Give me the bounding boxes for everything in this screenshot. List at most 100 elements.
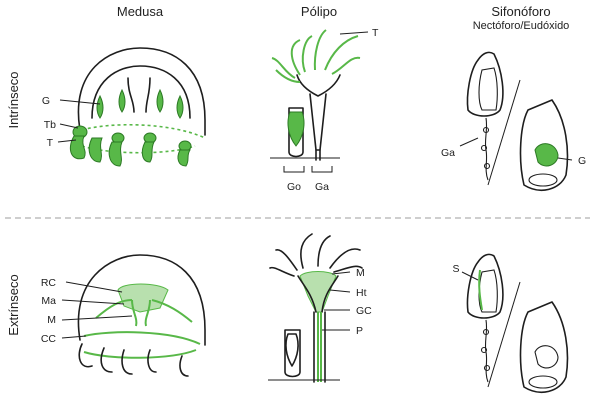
polyp-hypostome xyxy=(296,74,341,97)
leader-line xyxy=(557,157,573,161)
nectophore-inner xyxy=(478,67,498,111)
label-S: S xyxy=(452,263,459,275)
leader-line xyxy=(57,139,77,143)
label-Ga-siph: Ga xyxy=(441,147,455,159)
medusa-canal xyxy=(95,299,193,323)
medusa-intrinsic-drawing xyxy=(57,47,206,167)
leader-line xyxy=(461,271,479,281)
siphonophore-extrinsic-drawing xyxy=(461,253,569,393)
bud xyxy=(482,126,490,134)
label-M-polyp: M xyxy=(356,267,365,279)
bud xyxy=(480,346,488,354)
medusa-tentacle xyxy=(108,141,123,167)
nectophore-somatocyst xyxy=(478,269,483,311)
label-G: G xyxy=(42,95,50,107)
polyp-extrinsic-drawing xyxy=(268,233,363,383)
label-Ma: Ma xyxy=(41,295,56,307)
polyp-tentacles xyxy=(269,233,363,277)
medusa-tentacle xyxy=(141,141,155,163)
polyp-tentacle xyxy=(324,35,359,71)
leader-line xyxy=(59,99,101,105)
separator-line xyxy=(487,79,521,186)
bud xyxy=(482,328,490,336)
separator-line xyxy=(487,281,521,388)
column-title-polipo: Pólipo xyxy=(301,4,337,19)
medusa-radial-canals xyxy=(117,283,169,313)
medusa-extrinsic-drawing xyxy=(61,254,206,377)
medusa-bell-outline xyxy=(77,254,206,346)
leader-line xyxy=(331,271,351,275)
label-Go: Go xyxy=(287,181,301,193)
label-Ht: Ht xyxy=(356,287,367,299)
medusa-bell-outline xyxy=(77,47,206,136)
polyp-tentacle xyxy=(331,56,361,75)
gonozooid-gonad xyxy=(287,111,305,147)
nectophore-outline xyxy=(466,51,504,117)
label-G-siph: G xyxy=(578,155,586,167)
eudoxid-bract xyxy=(528,173,558,187)
medusa-ring-dashed xyxy=(81,123,206,139)
row-title-intrinseco: Intrínseco xyxy=(6,71,21,128)
polyp-tentacle xyxy=(290,39,301,76)
siphonophore-intrinsic-drawing xyxy=(459,51,573,191)
column-title-medusa: Medusa xyxy=(117,4,164,19)
leader-line xyxy=(339,31,369,35)
medusa-manubrium xyxy=(127,77,151,113)
gonozooid-core xyxy=(285,333,299,367)
leader-line xyxy=(59,123,79,129)
label-M: M xyxy=(47,314,56,326)
medusa-circular-canal xyxy=(83,331,201,345)
leader-line xyxy=(61,335,87,339)
label-P: P xyxy=(356,325,363,337)
label-T: T xyxy=(47,137,54,149)
bud xyxy=(483,364,491,372)
medusa-tentacle xyxy=(177,149,191,167)
polyp-stalk xyxy=(313,311,326,383)
medusa-tentacle xyxy=(88,137,103,163)
gonozooid-body xyxy=(288,107,304,158)
medusa-tentacles xyxy=(78,343,189,377)
eudoxid-outline xyxy=(519,301,569,393)
leader-line xyxy=(329,289,351,293)
bracket xyxy=(283,166,333,173)
row-title-extrinseco: Extrínseco xyxy=(6,274,21,335)
medusa-gonad xyxy=(176,94,184,119)
column-title-sifonoforo: Sifonóforo xyxy=(491,4,550,19)
polyp-tentacle xyxy=(271,57,296,79)
medusa-manubrium xyxy=(131,299,151,327)
column-subtitle-sifonoforo: Nectóforo/Eudóxido xyxy=(473,20,570,32)
label-CC: CC xyxy=(41,333,57,345)
polyp-tentacle xyxy=(275,69,301,83)
bud xyxy=(483,162,491,170)
medusa-gonad xyxy=(156,88,164,113)
medusa-subumbrella xyxy=(91,65,191,119)
polyp-tentacle xyxy=(301,35,313,73)
polyp-hypostome-gastric xyxy=(299,271,337,313)
polyp-body-outline xyxy=(297,275,339,313)
polyp-tentacle xyxy=(313,29,327,71)
polyp-intrinsic-drawing xyxy=(270,29,369,173)
bud xyxy=(480,144,488,152)
label-Ga: Ga xyxy=(315,181,329,193)
leader-line xyxy=(459,137,479,147)
label-GC: GC xyxy=(356,305,372,317)
nectophore-outline xyxy=(466,253,504,319)
eudoxid-outline xyxy=(519,99,569,191)
leader-line xyxy=(65,281,123,293)
medusa-gonad xyxy=(96,94,104,119)
label-RC: RC xyxy=(41,277,57,289)
eudoxid-gonad xyxy=(534,345,559,369)
label-T-polyp: T xyxy=(372,27,379,39)
medusa-circular-canal-lower xyxy=(83,349,197,359)
medusa-tentacle xyxy=(69,135,86,160)
leader-line xyxy=(61,299,125,305)
eudoxid-bract xyxy=(528,375,558,389)
label-Tb: Tb xyxy=(44,119,56,131)
polyp-body xyxy=(309,93,327,151)
leader-line xyxy=(61,315,133,321)
polyp-perisarc-canal xyxy=(317,312,322,382)
eudoxid-gonad xyxy=(534,143,559,167)
medusa-gonad xyxy=(118,88,126,113)
